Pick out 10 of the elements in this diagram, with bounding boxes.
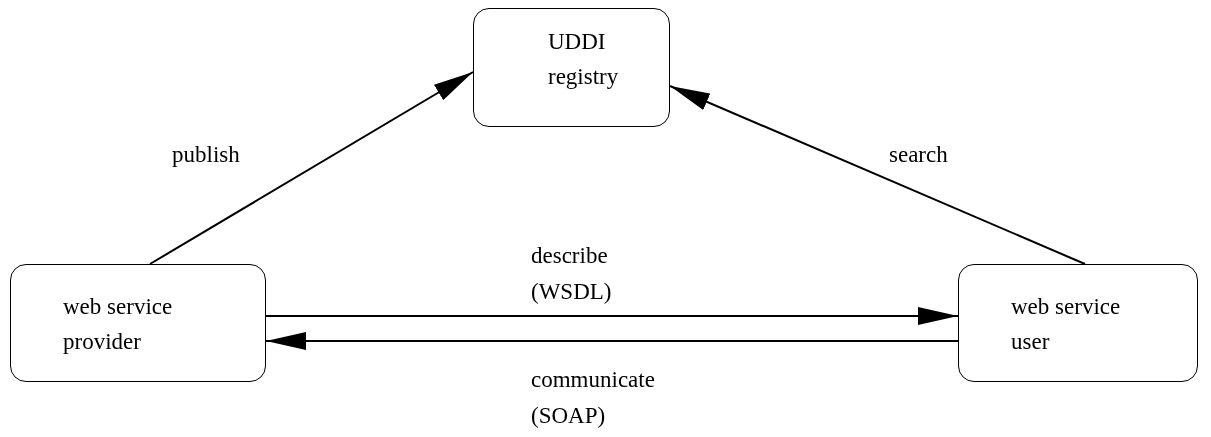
arrow bbox=[265, 307, 959, 325]
rounded-box bbox=[958, 264, 1198, 382]
rounded-box bbox=[473, 8, 670, 127]
arrow bbox=[149, 71, 474, 265]
arrow bbox=[265, 332, 959, 350]
node-label: web service provider bbox=[63, 293, 174, 356]
node-label: UDDI registry bbox=[548, 28, 620, 91]
node-label: web service user bbox=[1011, 293, 1122, 356]
arrow bbox=[669, 85, 1086, 265]
rounded-box bbox=[10, 264, 266, 382]
